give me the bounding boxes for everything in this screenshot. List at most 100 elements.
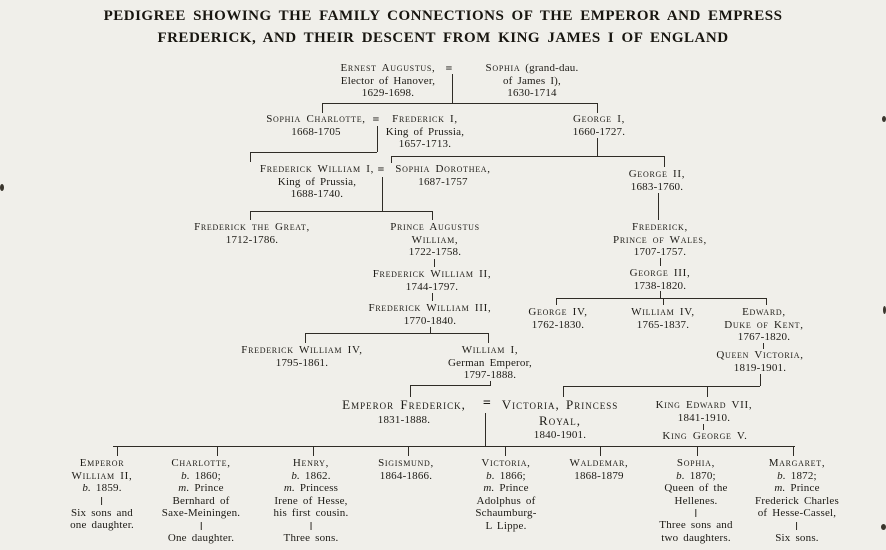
- node-text-line: 1722-1758.: [408, 246, 462, 258]
- node-text-line: 1630-1714: [507, 87, 557, 99]
- scan-artifact: [881, 524, 886, 530]
- node-text-line: Frederick William II,: [372, 268, 492, 280]
- node-text-line: 1687-1757: [418, 175, 468, 188]
- node-text-line: Duke of Kent,: [724, 318, 804, 331]
- connector-line: [432, 211, 433, 220]
- connector-line: [597, 103, 598, 113]
- node-text-line: m. Princess: [283, 482, 339, 494]
- node-text-line: Queen Victoria,: [716, 349, 804, 361]
- node-text-line: William II,: [71, 469, 133, 482]
- connector-line: [485, 413, 486, 446]
- node-text-line: m. Prince: [774, 482, 820, 494]
- node-text-line: Three sons.: [283, 531, 339, 544]
- chart-title-line2: FREDERICK, AND THEIR DESCENT FROM KING J…: [157, 30, 729, 46]
- node-frederick-william-iii: Frederick William III,1770-1840.: [369, 302, 492, 327]
- connector-line: [452, 74, 453, 103]
- descent-tick: [695, 509, 697, 517]
- node-george-ii: George II,1683-1760.: [629, 168, 685, 193]
- descent-tick: [796, 521, 798, 530]
- node-queen-victoria: Queen Victoria,1819-1901.: [716, 349, 803, 374]
- node-sophia-charlotte: Sophia Charlotte,1668-1705: [266, 113, 366, 138]
- node-text-line: b. 1860;: [181, 469, 221, 482]
- connector-line: [597, 138, 598, 156]
- node-george-iii: George III,1738-1820.: [630, 267, 691, 292]
- node-text-line: 1841-1910.: [677, 411, 731, 424]
- node-text-line: 1738-1820.: [633, 279, 687, 292]
- connector-line: [703, 424, 704, 430]
- connector-line: [113, 446, 795, 447]
- node-frederick-william-iv: Frederick William IV,1795-1861.: [241, 344, 362, 369]
- chart-title-line1: PEDIGREE SHOWING THE FAMILY CONNECTIONS …: [103, 8, 783, 24]
- connector-line: [760, 374, 761, 386]
- node-text-line: m. Prince: [483, 482, 529, 494]
- scan-artifact: [0, 184, 4, 191]
- node-text-line: 1797-1888.: [463, 369, 517, 381]
- node-text-line: Sophia Dorothea,: [395, 163, 491, 175]
- node-text-line: 1795-1861.: [275, 356, 329, 369]
- node-text-line: William,: [411, 233, 459, 246]
- node-text-line: Irene of Hesse,: [274, 494, 348, 507]
- node-text-line: of James I),: [502, 74, 562, 87]
- connector-line: [430, 327, 431, 333]
- node-text-line: of Hesse-Cassel,: [757, 507, 837, 519]
- node-text-line: Sophia Charlotte,: [266, 113, 366, 125]
- node-text-line: George I,: [572, 113, 626, 125]
- connector-line: [697, 446, 698, 456]
- node-text-line: Six sons.: [775, 531, 819, 544]
- node-text-line: 1660-1727.: [572, 125, 626, 138]
- node-text-line: Queen of the: [664, 482, 728, 494]
- connector-line: [434, 259, 435, 267]
- connector-line: [410, 385, 490, 386]
- connector-line: [793, 446, 794, 456]
- descent-tick: [310, 521, 312, 530]
- node-text-line: Royal,: [539, 412, 581, 428]
- node-text-line: 1840-1901.: [533, 429, 587, 441]
- node-text-line: Victoria, Princess: [501, 397, 619, 412]
- node-william-iv: William IV,1765-1837.: [631, 306, 695, 331]
- node-text-line: King of Prussia,: [385, 125, 465, 138]
- node-text-line: Sophia (grand-dau.: [485, 62, 579, 74]
- node-text-line: King of Prussia,: [277, 175, 357, 188]
- node-text-line: Waldemar,: [569, 457, 629, 469]
- node-text-line: 1744-1797.: [405, 280, 459, 293]
- node-text-line: Margaret,: [768, 457, 826, 469]
- node-william-i: William I,German Emperor,1797-1888.: [448, 344, 532, 382]
- connector-line: [763, 343, 764, 349]
- node-text-line: b. 1866;: [486, 469, 526, 482]
- node-text-line: Adolphus of: [476, 494, 536, 507]
- connector-line: [305, 333, 306, 343]
- node-sophia-dorothea: Sophia Dorothea,1687-1757: [395, 163, 490, 188]
- connector-line: [382, 177, 383, 211]
- node-text-line: 1767-1820.: [737, 331, 791, 343]
- node-frederick-william-i: Frederick William I,King of Prussia,1688…: [260, 163, 374, 201]
- scan-artifact: [883, 306, 886, 314]
- node-text-line: Elector of Hanover,: [340, 74, 436, 87]
- node-text-line: Bernhard of: [172, 494, 230, 507]
- node-text-line: William I,: [461, 344, 519, 356]
- connector-line: [556, 298, 557, 305]
- node-text-line: Charlotte,: [171, 457, 231, 469]
- node-text-line: One daughter.: [167, 531, 235, 544]
- node-text-line: Emperor: [79, 457, 125, 469]
- connector-line: [707, 386, 708, 397]
- node-text-line: m. Prince: [178, 482, 224, 494]
- node-ernest-augustus: Ernest Augustus,Elector of Hanover,1629-…: [341, 62, 436, 100]
- node-text-line: Victoria,: [481, 457, 531, 469]
- node-text-line: 1707-1757.: [633, 246, 687, 258]
- connector-line: [660, 258, 661, 266]
- node-text-line: King Edward VII,: [655, 399, 753, 411]
- connector-line: [766, 298, 767, 305]
- node-text-line: 1683-1760.: [630, 180, 684, 193]
- connector-line: [377, 126, 378, 152]
- connector-line: [305, 333, 488, 334]
- connector-line: [408, 446, 409, 456]
- connector-line: [250, 211, 251, 220]
- node-frederick-i: Frederick I,King of Prussia,1657-1713.: [386, 113, 464, 151]
- descent-tick: [200, 521, 202, 530]
